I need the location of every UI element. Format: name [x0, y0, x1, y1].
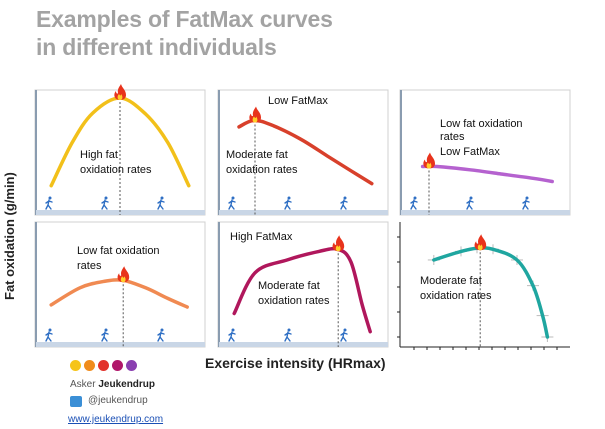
- runner-icon: [228, 328, 236, 342]
- runner-icon: [45, 196, 53, 210]
- y-axis-label: Fat oxidation (g/min): [2, 172, 17, 300]
- twitter-icon[interactable]: [70, 396, 82, 407]
- panel-4: Low fat oxidation rates: [34, 221, 206, 348]
- runner-icon: [284, 196, 292, 210]
- panel-label: Low FatMax: [440, 146, 500, 158]
- flame-icon: [117, 266, 130, 283]
- fat-oxidation-curve: [49, 278, 189, 309]
- treadmill-band: [36, 210, 205, 215]
- panel-label: oxidation rates: [226, 164, 298, 176]
- panel-label: oxidation rates: [420, 290, 492, 302]
- treadmill-band: [219, 342, 388, 347]
- branding: Asker Jeukendrup @jeukendrup www.jeukend…: [42, 358, 242, 428]
- panel-label: Moderate fat: [420, 275, 482, 287]
- runner-icon: [340, 196, 348, 210]
- brand-dot-2: [84, 360, 95, 371]
- treadmill-band: [36, 342, 205, 347]
- flame-icon: [423, 152, 435, 169]
- panel-label: Moderate fat: [258, 280, 320, 292]
- brand-dot-3: [98, 360, 109, 371]
- flame-icon: [474, 234, 487, 251]
- panel-label: High FatMax: [230, 231, 293, 243]
- runner-icon: [284, 328, 292, 342]
- flame-icon: [249, 106, 261, 123]
- x-axis-label: Exercise intensity (HRmax): [205, 355, 386, 371]
- panel-label: Low fat oxidation: [77, 245, 160, 257]
- flame-icon: [114, 84, 126, 100]
- fat-oxidation-curve: [232, 246, 372, 334]
- runner-icon: [157, 196, 165, 210]
- panel-label: Low fat oxidation: [440, 118, 523, 130]
- runner-icon: [157, 328, 165, 342]
- panel-label: oxidation rates: [80, 164, 152, 176]
- twitter-handle[interactable]: @jeukendrup: [88, 395, 148, 406]
- website-link[interactable]: www.jeukendrup.com: [68, 414, 164, 425]
- panel-frame: [34, 221, 206, 348]
- brand-dot-1: [70, 360, 81, 371]
- runner-icon: [522, 196, 530, 210]
- runner-icon: [101, 328, 109, 342]
- runner-icon: [466, 196, 474, 210]
- treadmill-band: [401, 210, 570, 215]
- brand-dot-4: [112, 360, 123, 371]
- treadmill-band: [219, 210, 388, 215]
- panel-label: Low FatMax: [268, 95, 328, 107]
- panel-label: oxidation rates: [258, 295, 330, 307]
- panel-label: rates: [440, 131, 465, 143]
- flame-icon: [332, 235, 345, 252]
- runner-icon: [228, 196, 236, 210]
- panel-label: High fat: [80, 149, 118, 161]
- panel-1: High fat oxidation rates: [34, 84, 206, 216]
- panel-frame: [34, 89, 206, 216]
- panel-label: rates: [77, 260, 102, 272]
- chart-title-line1: Examples of FatMax curves: [36, 6, 333, 32]
- panel-label: Moderate fat: [226, 149, 288, 161]
- brand-dot-5: [126, 360, 137, 371]
- runner-icon: [101, 196, 109, 210]
- runner-icon: [45, 328, 53, 342]
- brand-name: Asker Jeukendrup: [70, 379, 156, 390]
- runner-icon: [340, 328, 348, 342]
- panel-6: Moderate fat oxidation rates: [397, 222, 570, 350]
- chart-title-line2: in different individuals: [36, 34, 277, 60]
- fat-oxidation-curve: [432, 246, 550, 339]
- fat-oxidation-curve: [420, 164, 554, 184]
- runner-icon: [410, 196, 418, 210]
